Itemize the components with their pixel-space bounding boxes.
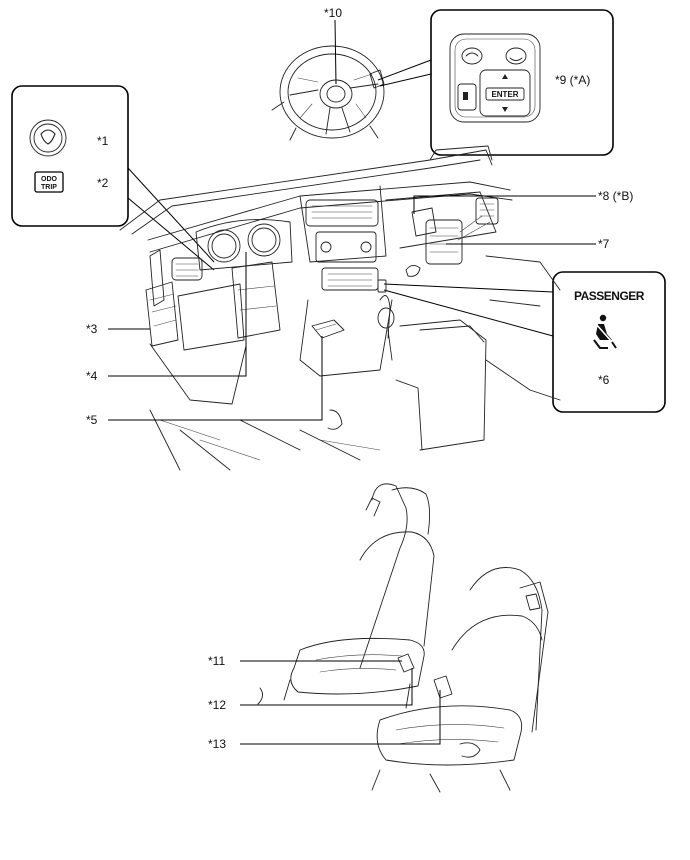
label-1: *1 (97, 134, 109, 148)
meter-switch-inset: ODO TRIP (11, 85, 129, 227)
leader-9 (377, 59, 432, 81)
odo-label: ODO (41, 176, 58, 183)
display-switch-icon (463, 92, 468, 100)
label-8: *8 (*B) (598, 189, 633, 203)
leader-4 (108, 252, 247, 377)
label-13: *13 (208, 737, 226, 751)
seatbelt-warning-icon (593, 314, 617, 349)
leader-8 (413, 195, 596, 214)
leader-12 (240, 668, 413, 706)
steering-wheel-drawing (271, 45, 385, 141)
label-12: *12 (208, 698, 226, 712)
label-6: *6 (598, 373, 610, 387)
trip-label: TRIP (41, 184, 57, 191)
label-2: *2 (97, 176, 109, 190)
arrow-down-icon (502, 107, 508, 112)
leader-6a (383, 283, 554, 293)
label-11: *11 (208, 654, 225, 668)
leader-10 (334, 19, 337, 85)
label-5: *5 (86, 413, 98, 427)
front-seats-drawing (257, 483, 549, 793)
leader-inset-1 (127, 167, 215, 263)
odo-trip-switch (34, 171, 64, 193)
leader-5 (108, 336, 323, 421)
arrow-up-icon (502, 74, 508, 79)
label-4: *4 (86, 369, 98, 383)
passenger-text: PASSENGER (574, 289, 645, 303)
steering-switch-inset: ENTER (430, 9, 614, 156)
panel-light-control-icon (40, 129, 56, 145)
enter-button (485, 87, 525, 101)
passenger-indicator-inset: PASSENGER (552, 271, 666, 413)
enter-button-label: ENTER (491, 90, 518, 99)
label-10: *10 (324, 6, 342, 20)
leader-9b (379, 73, 432, 87)
label-9: *9 (*A) (555, 73, 590, 87)
leader-13 (240, 690, 441, 745)
label-7: *7 (598, 237, 610, 251)
leader-6b (383, 289, 554, 337)
instrument-panel-drawing (119, 145, 561, 471)
label-3: *3 (86, 322, 98, 336)
